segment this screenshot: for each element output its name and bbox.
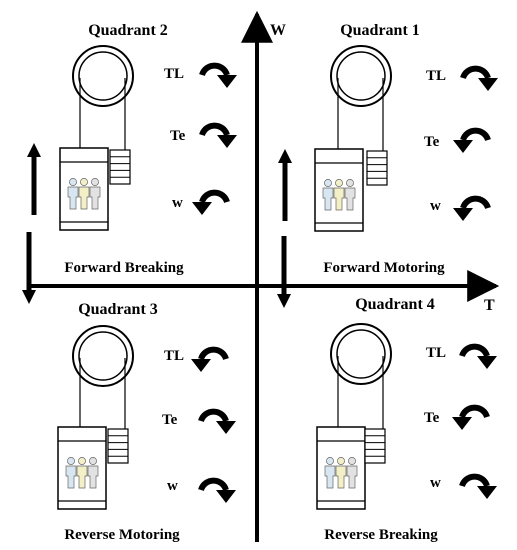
mode-label: Forward Motoring (323, 260, 445, 276)
te-label: Te (424, 134, 440, 150)
counterweight (366, 150, 388, 186)
te-label: Te (170, 128, 186, 144)
up-arrow-icon (27, 143, 41, 215)
passenger-figure (87, 457, 99, 489)
clockwise-arrow-icon (459, 473, 497, 499)
quadrant-title: Quadrant 2 (88, 22, 168, 39)
pulley-icon (72, 45, 134, 107)
t-axis-label: T (484, 297, 495, 314)
clockwise-arrow-icon (199, 122, 237, 148)
tl-label: TL (164, 348, 184, 364)
w-label: w (167, 478, 178, 494)
counterclockwise-arrow-icon (191, 346, 229, 372)
quadrant-3: Quadrant 3 Reverse Motoring TL Te w (22, 232, 236, 543)
counterclockwise-arrow-icon (452, 404, 490, 430)
passenger-figure (322, 179, 334, 211)
elevator-pictogram (314, 45, 392, 232)
pulley-icon (72, 325, 134, 387)
passenger-figure (333, 179, 345, 211)
clockwise-arrow-icon (199, 62, 237, 88)
counterclockwise-arrow-icon (453, 127, 491, 153)
quadrant-title: Quadrant 3 (78, 301, 158, 318)
quadrant-title: Quadrant 1 (340, 22, 420, 39)
tl-label: TL (426, 68, 446, 84)
clockwise-arrow-icon (198, 477, 236, 503)
quadrant-4: Quadrant 4 Reverse Breaking TL Te w (277, 236, 497, 543)
clockwise-arrow-icon (460, 65, 498, 91)
tl-label: TL (426, 345, 446, 361)
w-label: w (172, 195, 183, 211)
passenger-figure (65, 457, 77, 489)
clockwise-arrow-icon (459, 343, 497, 369)
counterclockwise-arrow-icon (453, 195, 491, 221)
w-label: w (430, 475, 441, 491)
passenger-figure (76, 457, 88, 489)
passenger-figure (78, 178, 90, 210)
quadrant-1: Quadrant 1 Forward Motoring TL Te w (278, 22, 498, 276)
pulley-icon (330, 323, 392, 385)
down-arrow-icon (277, 236, 291, 308)
w-label: w (430, 198, 441, 214)
counterweight (109, 149, 131, 185)
passenger-figure (89, 178, 101, 210)
clockwise-arrow-icon (198, 408, 236, 434)
counterweight (107, 428, 129, 464)
pulley-icon (330, 45, 392, 107)
elevator-pictogram (57, 325, 134, 510)
mode-label: Forward Breaking (64, 260, 184, 276)
elevator-pictogram (59, 45, 134, 231)
passenger-figure (67, 178, 79, 210)
w-axis-label: W (270, 22, 286, 39)
up-arrow-icon (278, 149, 292, 221)
passenger-figure (324, 457, 336, 489)
mode-label: Reverse Breaking (324, 527, 438, 543)
mode-label: Reverse Motoring (64, 527, 180, 543)
counterclockwise-arrow-icon (192, 189, 230, 215)
te-label: Te (162, 412, 178, 428)
passenger-figure (335, 457, 347, 489)
passenger-figure (346, 457, 358, 489)
passenger-figure (344, 179, 356, 211)
quadrant-2: Quadrant 2 Forward Breaking TL Te w (27, 22, 237, 276)
counterweight (364, 428, 386, 464)
te-label: Te (424, 410, 440, 426)
down-arrow-icon (22, 232, 36, 304)
quadrant-title: Quadrant 4 (355, 296, 435, 313)
tl-label: TL (164, 66, 184, 82)
elevator-pictogram (316, 323, 392, 510)
